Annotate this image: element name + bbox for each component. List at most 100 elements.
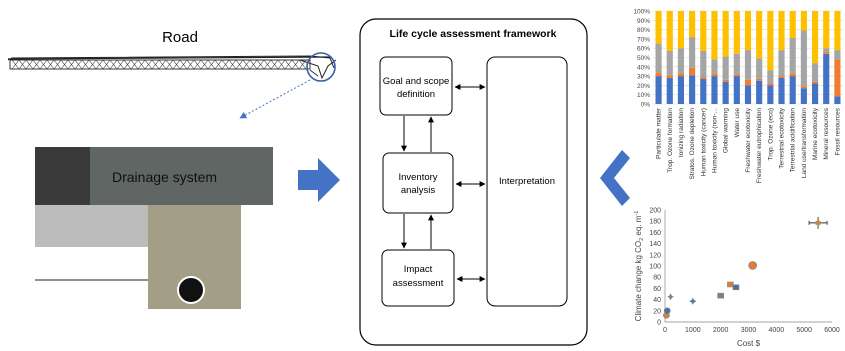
bar-segment-3 — [711, 11, 718, 60]
scatter-x-tick-label: 6000 — [824, 327, 840, 334]
bar-category-label: Trop. Ozone formation — [667, 108, 674, 173]
scatter-y-tick-label: 200 — [649, 208, 661, 215]
impact-line1: Impact — [404, 264, 433, 275]
scatter-y-tick-label: 120 — [649, 252, 661, 259]
bar-category-label: Terrestrial acidification — [790, 108, 797, 173]
bar-y-tick-label: 80% — [637, 27, 650, 34]
bar-segment-3 — [666, 11, 673, 51]
bar-category-label: Water use — [734, 108, 741, 138]
scatter-y-tick-label: 140 — [649, 241, 661, 248]
scatter-x-tick-label: 1000 — [685, 327, 701, 334]
bar-segment-0 — [689, 75, 696, 104]
bar-segment-2 — [744, 50, 752, 80]
lca-framework: Life cycle assessment framework Goal and… — [359, 18, 588, 346]
bar-segment-1 — [700, 77, 707, 79]
bar-y-tick-label: 40% — [637, 64, 650, 71]
bar-category-label: Fossil resources — [834, 107, 841, 155]
bar-segment-0 — [733, 76, 740, 104]
bar-segment-1 — [756, 78, 763, 81]
bar-segment-1 — [811, 81, 819, 84]
bar-segment-2 — [811, 63, 819, 82]
drainage-block — [90, 147, 273, 205]
bar-segment-1 — [711, 73, 718, 77]
bar-segment-0 — [744, 85, 752, 104]
bar-segment-2 — [666, 50, 673, 76]
bar-y-tick-label: 30% — [637, 74, 650, 81]
framework-title: Life cycle assessment framework — [390, 28, 557, 40]
road-label: Road — [162, 29, 198, 46]
bar-segment-0 — [800, 88, 807, 104]
bar-segment-0 — [789, 76, 796, 104]
bar-segment-1 — [689, 67, 696, 76]
bar-segment-3 — [789, 11, 796, 38]
bar-segment-3 — [834, 11, 841, 51]
bar-segment-0 — [767, 85, 774, 104]
bar-segment-0 — [823, 53, 830, 104]
scatter-y-tick-label: 40 — [653, 297, 661, 304]
drainage-label: Drainage system — [112, 169, 217, 185]
bar-segment-0 — [778, 77, 785, 104]
impact-box — [381, 249, 455, 307]
scatter-y-tick-label: 60 — [653, 286, 661, 293]
inventory-line2: analysis — [401, 185, 436, 196]
bar-segment-2 — [677, 48, 685, 74]
scatter-y-axis-label: Climate change kg CO2 eq. m-1 — [634, 211, 645, 322]
bar-segment-1 — [789, 73, 796, 77]
scatter-y-tick-label: 100 — [649, 264, 661, 271]
bar-segment-2 — [789, 37, 796, 74]
bar-category-label: Terrestrial ecotoxicity — [779, 107, 786, 168]
bar-category-label: Marine ecotoxicity — [812, 107, 819, 160]
bar-segment-1 — [655, 72, 662, 77]
scatter-x-tick-label: 0 — [663, 327, 667, 334]
inventory-box — [382, 152, 454, 214]
bar-y-tick-label: 70% — [637, 36, 650, 43]
bar-y-tick-label: 60% — [637, 46, 650, 53]
scatter-point — [663, 307, 671, 315]
bar-y-tick-label: 20% — [637, 83, 650, 90]
bar-y-tick-label: 90% — [637, 18, 650, 25]
interpretation-box — [486, 56, 568, 307]
scatter-point — [815, 220, 821, 225]
bar-segment-2 — [700, 50, 707, 78]
road-cross-section — [7, 52, 337, 82]
right-arrow-icon — [298, 158, 340, 202]
bar-y-tick-label: 0% — [641, 102, 651, 109]
light-gray-block — [35, 205, 148, 247]
goal-scope-line1: Goal and scope — [383, 76, 450, 87]
scatter-y-tick-label: 20 — [653, 308, 661, 315]
bar-segment-1 — [767, 83, 774, 86]
pipe-icon — [177, 276, 205, 304]
scatter-x-tick-label: 5000 — [796, 327, 812, 334]
dark-block — [35, 147, 90, 205]
bar-segment-3 — [700, 11, 707, 51]
bar-segment-1 — [744, 79, 752, 86]
bar-category-label: Particulate matter — [656, 107, 663, 159]
bar-y-tick-label: 50% — [637, 55, 650, 62]
goal-scope-line2: definition — [397, 89, 435, 100]
bar-category-label: Global warming — [723, 108, 730, 154]
scatter-point — [732, 284, 740, 291]
bar-segment-2 — [711, 59, 718, 74]
bar-category-label: Mineral resources — [823, 107, 830, 159]
bar-category-label: Land use/transformation — [801, 108, 808, 178]
scatter-point — [748, 261, 758, 270]
scatter-x-tick-label: 4000 — [769, 327, 785, 334]
scatter-y-tick-label: 80 — [653, 275, 661, 282]
bar-segment-3 — [722, 11, 729, 57]
bar-segment-0 — [655, 76, 662, 104]
bar-segment-2 — [655, 43, 662, 73]
bar-segment-1 — [677, 73, 685, 77]
scatter-y-tick-label: 180 — [649, 219, 661, 226]
bar-segment-3 — [733, 11, 740, 54]
bar-segment-3 — [655, 11, 662, 44]
bar-category-label: Human toxicity (cancer) — [700, 108, 707, 176]
scatter-x-axis-label: Cost $ — [737, 339, 761, 348]
bar-segment-3 — [823, 11, 830, 49]
bar-category-label: Trop. Ozone (eco) — [767, 108, 774, 161]
bar-category-label: Human toxicity (non-... — [711, 108, 718, 173]
bar-segment-3 — [756, 11, 763, 59]
bar-y-tick-label: 100% — [633, 9, 650, 16]
bar-segment-3 — [767, 11, 774, 71]
